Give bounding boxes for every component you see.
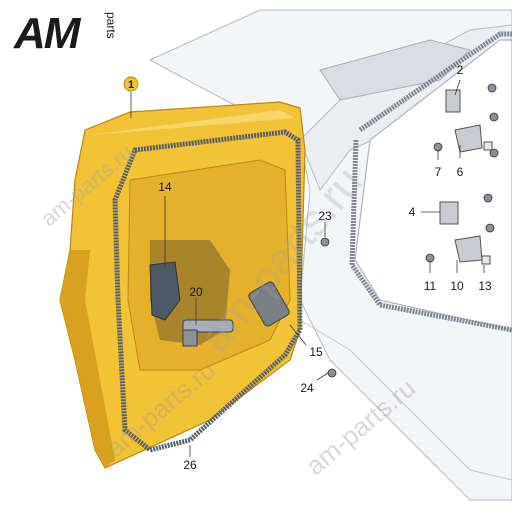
hinge-parts [320, 83, 499, 378]
callout-10: 10 [450, 279, 464, 293]
callout-2: 2 [457, 63, 464, 77]
callout-1: 1 [128, 79, 134, 91]
leader-lines [130, 79, 485, 457]
callout-1-badge [123, 76, 139, 92]
callout-24: 24 [300, 381, 314, 395]
door-panel [59, 101, 306, 469]
callout-4: 4 [409, 205, 416, 219]
callout-20: 20 [189, 285, 203, 299]
callout-11: 11 [424, 279, 437, 293]
callout-23: 23 [318, 209, 332, 223]
callout-13: 13 [478, 279, 492, 293]
callout-14: 14 [158, 180, 172, 194]
callout-15: 15 [309, 345, 323, 359]
callout-labels: 2 4 6 7 10 11 13 14 15 20 23 24 26 [158, 63, 492, 472]
logo-main-text: AM [14, 9, 80, 58]
callout-7: 7 [435, 165, 442, 179]
logo-sub-text: parts [104, 12, 118, 39]
am-parts-logo: AM parts [14, 10, 144, 58]
callout-26: 26 [183, 458, 197, 472]
callout-6: 6 [457, 165, 464, 179]
